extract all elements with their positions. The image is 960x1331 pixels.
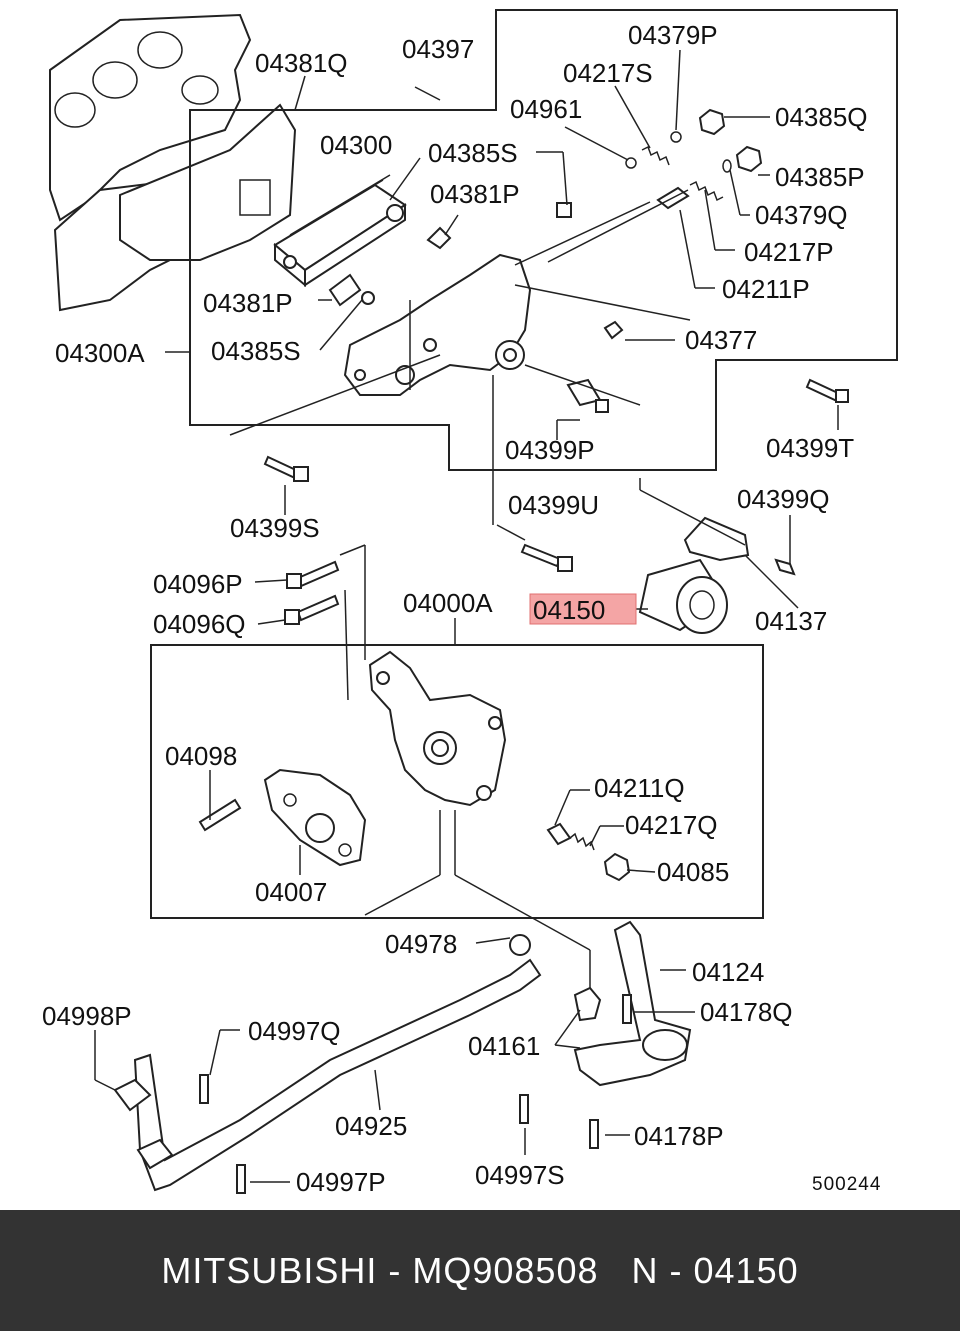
label-04211Q[interactable]: 04211Q [594, 773, 685, 803]
label-04385S-lower[interactable]: 04385S [211, 336, 301, 366]
label-04300A[interactable]: 04300A [55, 338, 145, 368]
label-04217Q[interactable]: 04217Q [625, 810, 718, 840]
label-04124[interactable]: 04124 [692, 957, 764, 987]
separator: - [377, 1249, 413, 1291]
label-04399Q[interactable]: 04399Q [737, 484, 830, 514]
small-bolts-drawing [263, 378, 609, 572]
bolts-04096-drawing [284, 560, 340, 625]
label-04150[interactable]: 04150 [533, 595, 605, 625]
label-04385Q[interactable]: 04385Q [775, 102, 868, 132]
ref-number: 04150 [693, 1249, 799, 1291]
brand-name: MITSUBISHI [161, 1249, 378, 1291]
label-04161[interactable]: 04161 [468, 1031, 540, 1061]
spacer [599, 1250, 632, 1292]
label-04998P[interactable]: 04998P [42, 1001, 132, 1031]
label-04300[interactable]: 04300 [320, 130, 392, 160]
label-04137[interactable]: 04137 [755, 606, 827, 636]
label-04085[interactable]: 04085 [657, 857, 729, 887]
label-04007[interactable]: 04007 [255, 877, 327, 907]
bolt-04098-drawing [198, 798, 242, 832]
label-04377[interactable]: 04377 [685, 325, 757, 355]
label-04178P[interactable]: 04178P [634, 1121, 724, 1151]
label-04997S[interactable]: 04997S [475, 1160, 565, 1190]
oil-pump-drawing [368, 650, 507, 807]
label-04399S[interactable]: 04399S [230, 513, 320, 543]
label-04997P[interactable]: 04997P [296, 1167, 386, 1197]
leader-lines [94, 49, 839, 1183]
label-04997Q[interactable]: 04997Q [248, 1016, 341, 1046]
label-04381P-upper[interactable]: 04381P [430, 179, 520, 209]
part-info-footer: MITSUBISHI - MQ908508 N - 04150 [0, 1210, 960, 1331]
label-04961[interactable]: 04961 [510, 94, 582, 124]
label-04096Q[interactable]: 04096Q [153, 609, 246, 639]
label-04925[interactable]: 04925 [335, 1111, 407, 1141]
label-04385P[interactable]: 04385P [775, 162, 865, 192]
pickup-pipe-drawing [113, 934, 542, 1192]
label-04379P[interactable]: 04379P [628, 20, 718, 50]
relief-parts-lower-drawing [546, 822, 631, 882]
oil-filter-drawing [638, 558, 728, 634]
engine-block-drawing [49, 13, 297, 312]
relief-valve-parts-drawing [625, 108, 849, 403]
label-04217P[interactable]: 04217P [744, 237, 834, 267]
label-04379Q[interactable]: 04379Q [755, 200, 848, 230]
label-04399U[interactable]: 04399U [508, 490, 599, 520]
bracket-04137-drawing [683, 516, 796, 576]
label-04096P[interactable]: 04096P [153, 569, 243, 599]
label-04211P[interactable]: 04211P [722, 274, 810, 304]
bolts-lower-drawing [199, 994, 632, 1194]
part-number: MQ908508 [412, 1249, 599, 1291]
label-04978[interactable]: 04978 [385, 929, 457, 959]
oil-cooler-drawing [273, 174, 407, 288]
pump-cover-drawing [263, 768, 367, 867]
strainer-drawing [573, 920, 692, 1087]
label-04000A[interactable]: 04000A [403, 588, 493, 618]
label-04217S[interactable]: 04217S [563, 58, 653, 88]
label-04381Q[interactable]: 04381Q [255, 48, 348, 78]
label-04098[interactable]: 04098 [165, 741, 237, 771]
label-04381P-lower[interactable]: 04381P [203, 288, 293, 318]
label-04399T[interactable]: 04399T [766, 433, 854, 463]
highlight-box [529, 593, 637, 625]
label-04397[interactable]: 04397 [402, 34, 474, 64]
parts-diagram: 04381Q 04397 04379P 04217S 04961 04385Q … [42, 9, 898, 1197]
diagram-reference-number: 500244 [812, 1174, 881, 1195]
label-04399P[interactable]: 04399P [505, 435, 595, 465]
label-04385S-upper[interactable]: 04385S [428, 138, 518, 168]
label-04178Q[interactable]: 04178Q [700, 997, 793, 1027]
separator: - [658, 1249, 694, 1291]
ref-prefix: N [631, 1249, 659, 1291]
part-labels: 04381Q 04397 04379P 04217S 04961 04385Q … [42, 20, 881, 1197]
